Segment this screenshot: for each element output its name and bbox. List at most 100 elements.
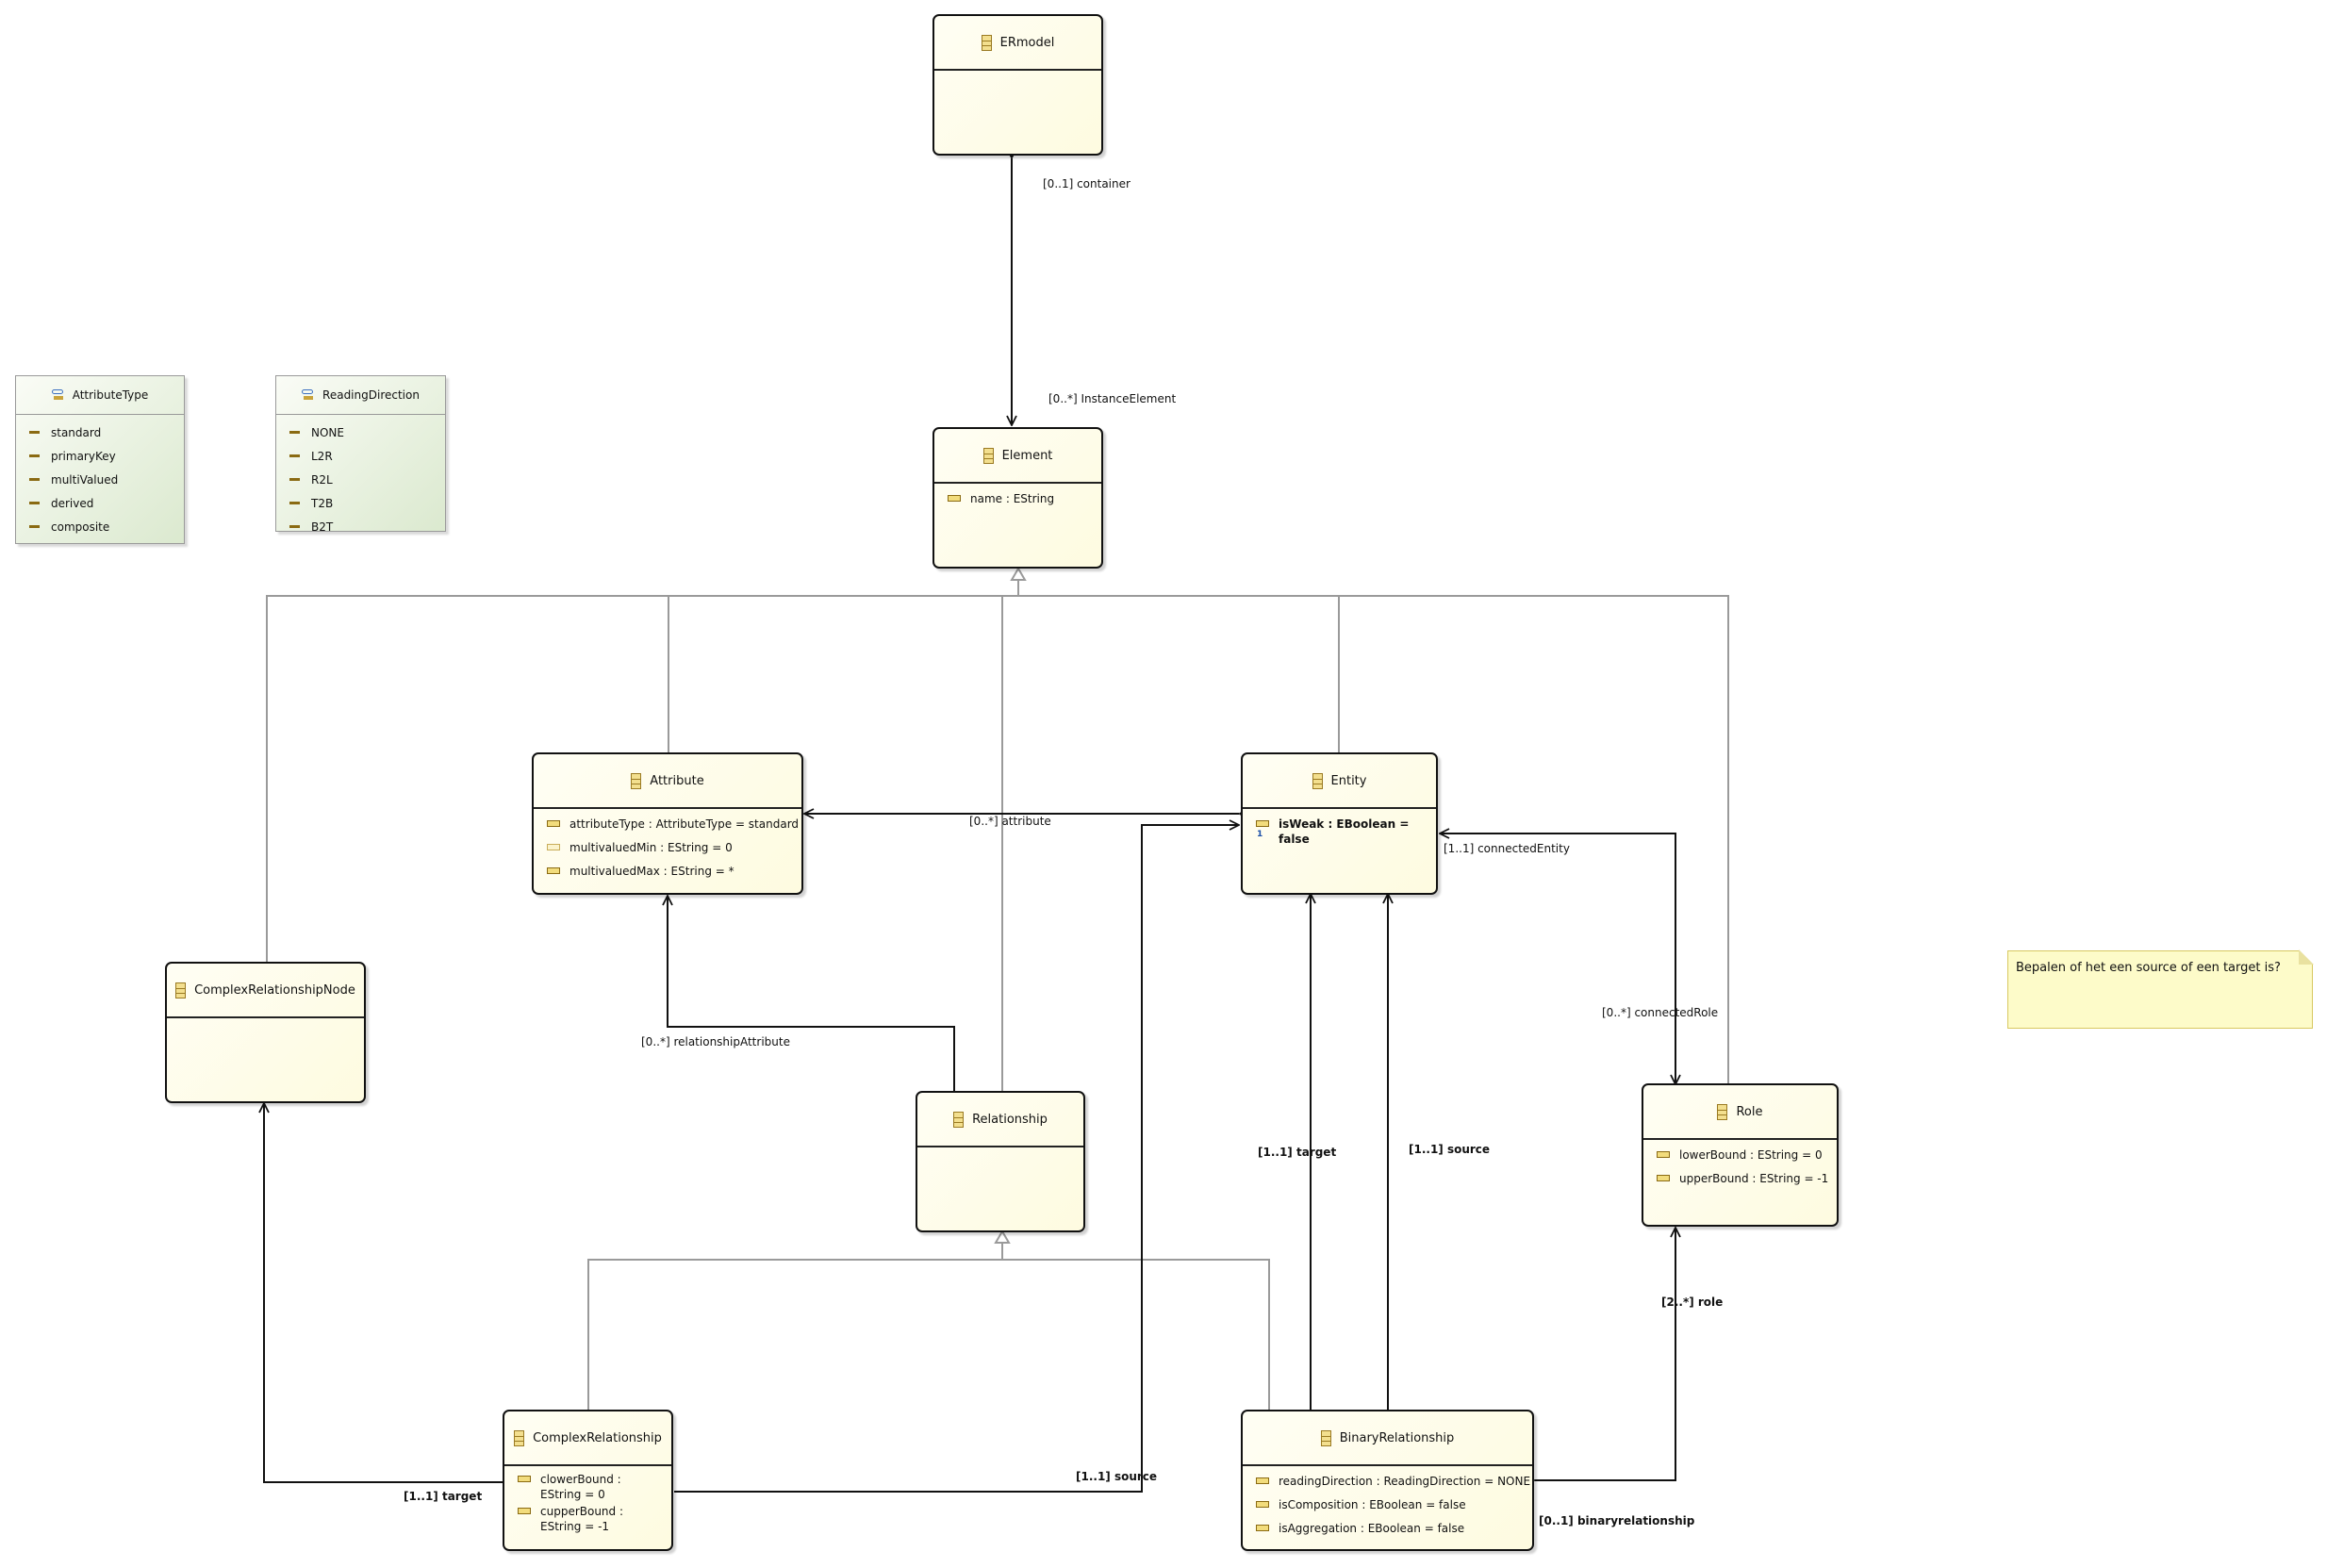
eenum-icon bbox=[51, 389, 65, 401]
class-name: Relationship bbox=[972, 1112, 1048, 1127]
class-name: Role bbox=[1736, 1104, 1763, 1119]
eattribute-icon bbox=[518, 1476, 531, 1482]
class-attribute[interactable]: Attribute attributeType : AttributeType … bbox=[532, 752, 803, 895]
literal-icon bbox=[289, 431, 300, 434]
class-name: Attribute bbox=[650, 773, 704, 788]
attribute-row[interactable]: name : EString bbox=[948, 491, 1101, 515]
attribute-row[interactable]: clowerBound : bbox=[518, 1472, 671, 1487]
enum-reading-direction[interactable]: ReadingDirection NONE L2R R2L T2B B2T bbox=[275, 375, 446, 534]
eclass-icon bbox=[981, 34, 992, 51]
class-binary-relationship[interactable]: BinaryRelationship readingDirection : Re… bbox=[1241, 1410, 1534, 1551]
eattribute-icon bbox=[547, 844, 560, 850]
literal-icon bbox=[289, 454, 300, 457]
enum-attribute-type[interactable]: AttributeType standard primaryKey multiV… bbox=[15, 375, 185, 544]
attribute-row[interactable]: isWeak : EBoolean = false bbox=[1256, 817, 1436, 846]
attribute-row-continued: EString = -1 bbox=[540, 1520, 610, 1533]
eclass-icon bbox=[1320, 1429, 1331, 1446]
enum-literal[interactable]: composite bbox=[29, 515, 184, 538]
eattribute-icon bbox=[948, 495, 961, 502]
label-complex-target: [1..1] target bbox=[404, 1490, 483, 1503]
literal-icon bbox=[289, 525, 300, 528]
class-complex-relationship-node[interactable]: ComplexRelationshipNode bbox=[165, 962, 366, 1103]
enum-name: ReadingDirection bbox=[322, 388, 420, 402]
attribute-row[interactable]: isComposition : EBoolean = false bbox=[1256, 1497, 1532, 1521]
label-attribute: [0..*] attribute bbox=[969, 815, 1051, 828]
attribute-row[interactable]: multivaluedMin : EString = 0 bbox=[547, 840, 801, 864]
class-name: ComplexRelationship bbox=[533, 1430, 662, 1445]
eclass-icon bbox=[1312, 772, 1323, 789]
literal-icon bbox=[289, 502, 300, 504]
enum-literal[interactable]: multiValued bbox=[29, 468, 184, 491]
note[interactable]: Bepalen of het een source of een target … bbox=[2007, 949, 2314, 1029]
eclass-icon bbox=[1717, 1103, 1728, 1120]
label-instance-element: [0..*] InstanceElement bbox=[1048, 392, 1177, 405]
enum-literal[interactable]: standard bbox=[29, 421, 184, 444]
eclass-icon bbox=[631, 772, 642, 789]
label-role: [2..*] role bbox=[1661, 1296, 1724, 1309]
eattribute-icon bbox=[547, 820, 560, 827]
link-complex-source bbox=[674, 825, 1239, 1493]
attribute-row[interactable]: attributeType : AttributeType = standard bbox=[547, 817, 801, 840]
label-relationship-attribute: [0..*] relationshipAttribute bbox=[641, 1035, 790, 1048]
link-role bbox=[1535, 1228, 1675, 1480]
literal-icon bbox=[29, 478, 40, 481]
class-relationship[interactable]: Relationship bbox=[916, 1091, 1085, 1232]
class-role[interactable]: Role lowerBound : EString = 0 upperBound… bbox=[1642, 1083, 1839, 1227]
enum-literal[interactable]: B2T bbox=[289, 515, 445, 538]
eattribute-icon bbox=[1256, 1501, 1269, 1508]
attribute-row[interactable]: cupperBound : bbox=[518, 1504, 671, 1519]
class-complex-relationship[interactable]: ComplexRelationship clowerBound : EStrin… bbox=[503, 1410, 673, 1551]
eattribute-icon bbox=[518, 1508, 531, 1514]
class-element[interactable]: Element name : EString bbox=[932, 427, 1103, 569]
enum-literal[interactable]: primaryKey bbox=[29, 444, 184, 468]
enum-literal[interactable]: R2L bbox=[289, 468, 445, 491]
attribute-row-continued: EString = 0 bbox=[540, 1488, 605, 1501]
class-name: Entity bbox=[1330, 773, 1367, 788]
label-connected-entity: [1..1] connectedEntity bbox=[1444, 842, 1570, 855]
literal-icon bbox=[29, 502, 40, 504]
attribute-row[interactable]: isAggregation : EBoolean = false bbox=[1256, 1521, 1532, 1544]
enum-literal[interactable]: NONE bbox=[289, 421, 445, 444]
eclass-icon bbox=[175, 982, 187, 999]
eattribute-icon bbox=[1256, 1477, 1269, 1484]
eclass-icon bbox=[514, 1429, 525, 1446]
class-name: ComplexRelationshipNode bbox=[194, 982, 355, 998]
enum-literal[interactable]: T2B bbox=[289, 491, 445, 515]
label-binary-target: [1..1] target bbox=[1258, 1146, 1337, 1159]
enum-literal[interactable]: derived bbox=[29, 491, 184, 515]
class-name: BinaryRelationship bbox=[1339, 1430, 1455, 1445]
label-connected-role: [0..*] connectedRole bbox=[1602, 1006, 1719, 1019]
eclass-icon bbox=[953, 1111, 965, 1128]
label-binaryrelationship: [0..1] binaryrelationship bbox=[1539, 1514, 1695, 1527]
id-attribute-icon bbox=[1256, 820, 1269, 842]
class-name: ERmodel bbox=[999, 35, 1055, 50]
eattribute-icon bbox=[1657, 1175, 1670, 1181]
eattribute-icon bbox=[1657, 1151, 1670, 1158]
link-connected-entity bbox=[1440, 834, 1675, 1084]
note-fold bbox=[2299, 949, 2314, 965]
note-text: Bepalen of het een source of een target … bbox=[2016, 961, 2281, 975]
label-binary-source: [1..1] source bbox=[1409, 1143, 1491, 1156]
attribute-row[interactable]: lowerBound : EString = 0 bbox=[1657, 1147, 1837, 1171]
class-entity[interactable]: Entity isWeak : EBoolean = false bbox=[1241, 752, 1438, 895]
label-complex-source: [1..1] source bbox=[1076, 1470, 1158, 1483]
literal-icon bbox=[289, 478, 300, 481]
attribute-row[interactable]: readingDirection : ReadingDirection = NO… bbox=[1256, 1474, 1532, 1497]
eattribute-icon bbox=[1256, 1525, 1269, 1531]
generalization-element bbox=[266, 567, 1729, 1091]
attribute-row[interactable]: upperBound : EString = -1 bbox=[1657, 1171, 1837, 1195]
enum-literal[interactable]: L2R bbox=[289, 444, 445, 468]
literal-icon bbox=[29, 454, 40, 457]
attribute-row[interactable]: multivaluedMax : EString = * bbox=[547, 864, 801, 887]
eattribute-icon bbox=[547, 867, 560, 874]
eclass-icon bbox=[982, 447, 994, 464]
generalization-relationship bbox=[587, 1230, 1270, 1410]
literal-icon bbox=[29, 431, 40, 434]
literal-icon bbox=[29, 525, 40, 528]
class-ermodel[interactable]: ERmodel bbox=[932, 14, 1103, 156]
eenum-icon bbox=[302, 389, 315, 401]
label-container: [0..1] container bbox=[1043, 177, 1130, 190]
class-name: Element bbox=[1001, 448, 1053, 463]
link-relationship-attribute bbox=[668, 896, 954, 1092]
